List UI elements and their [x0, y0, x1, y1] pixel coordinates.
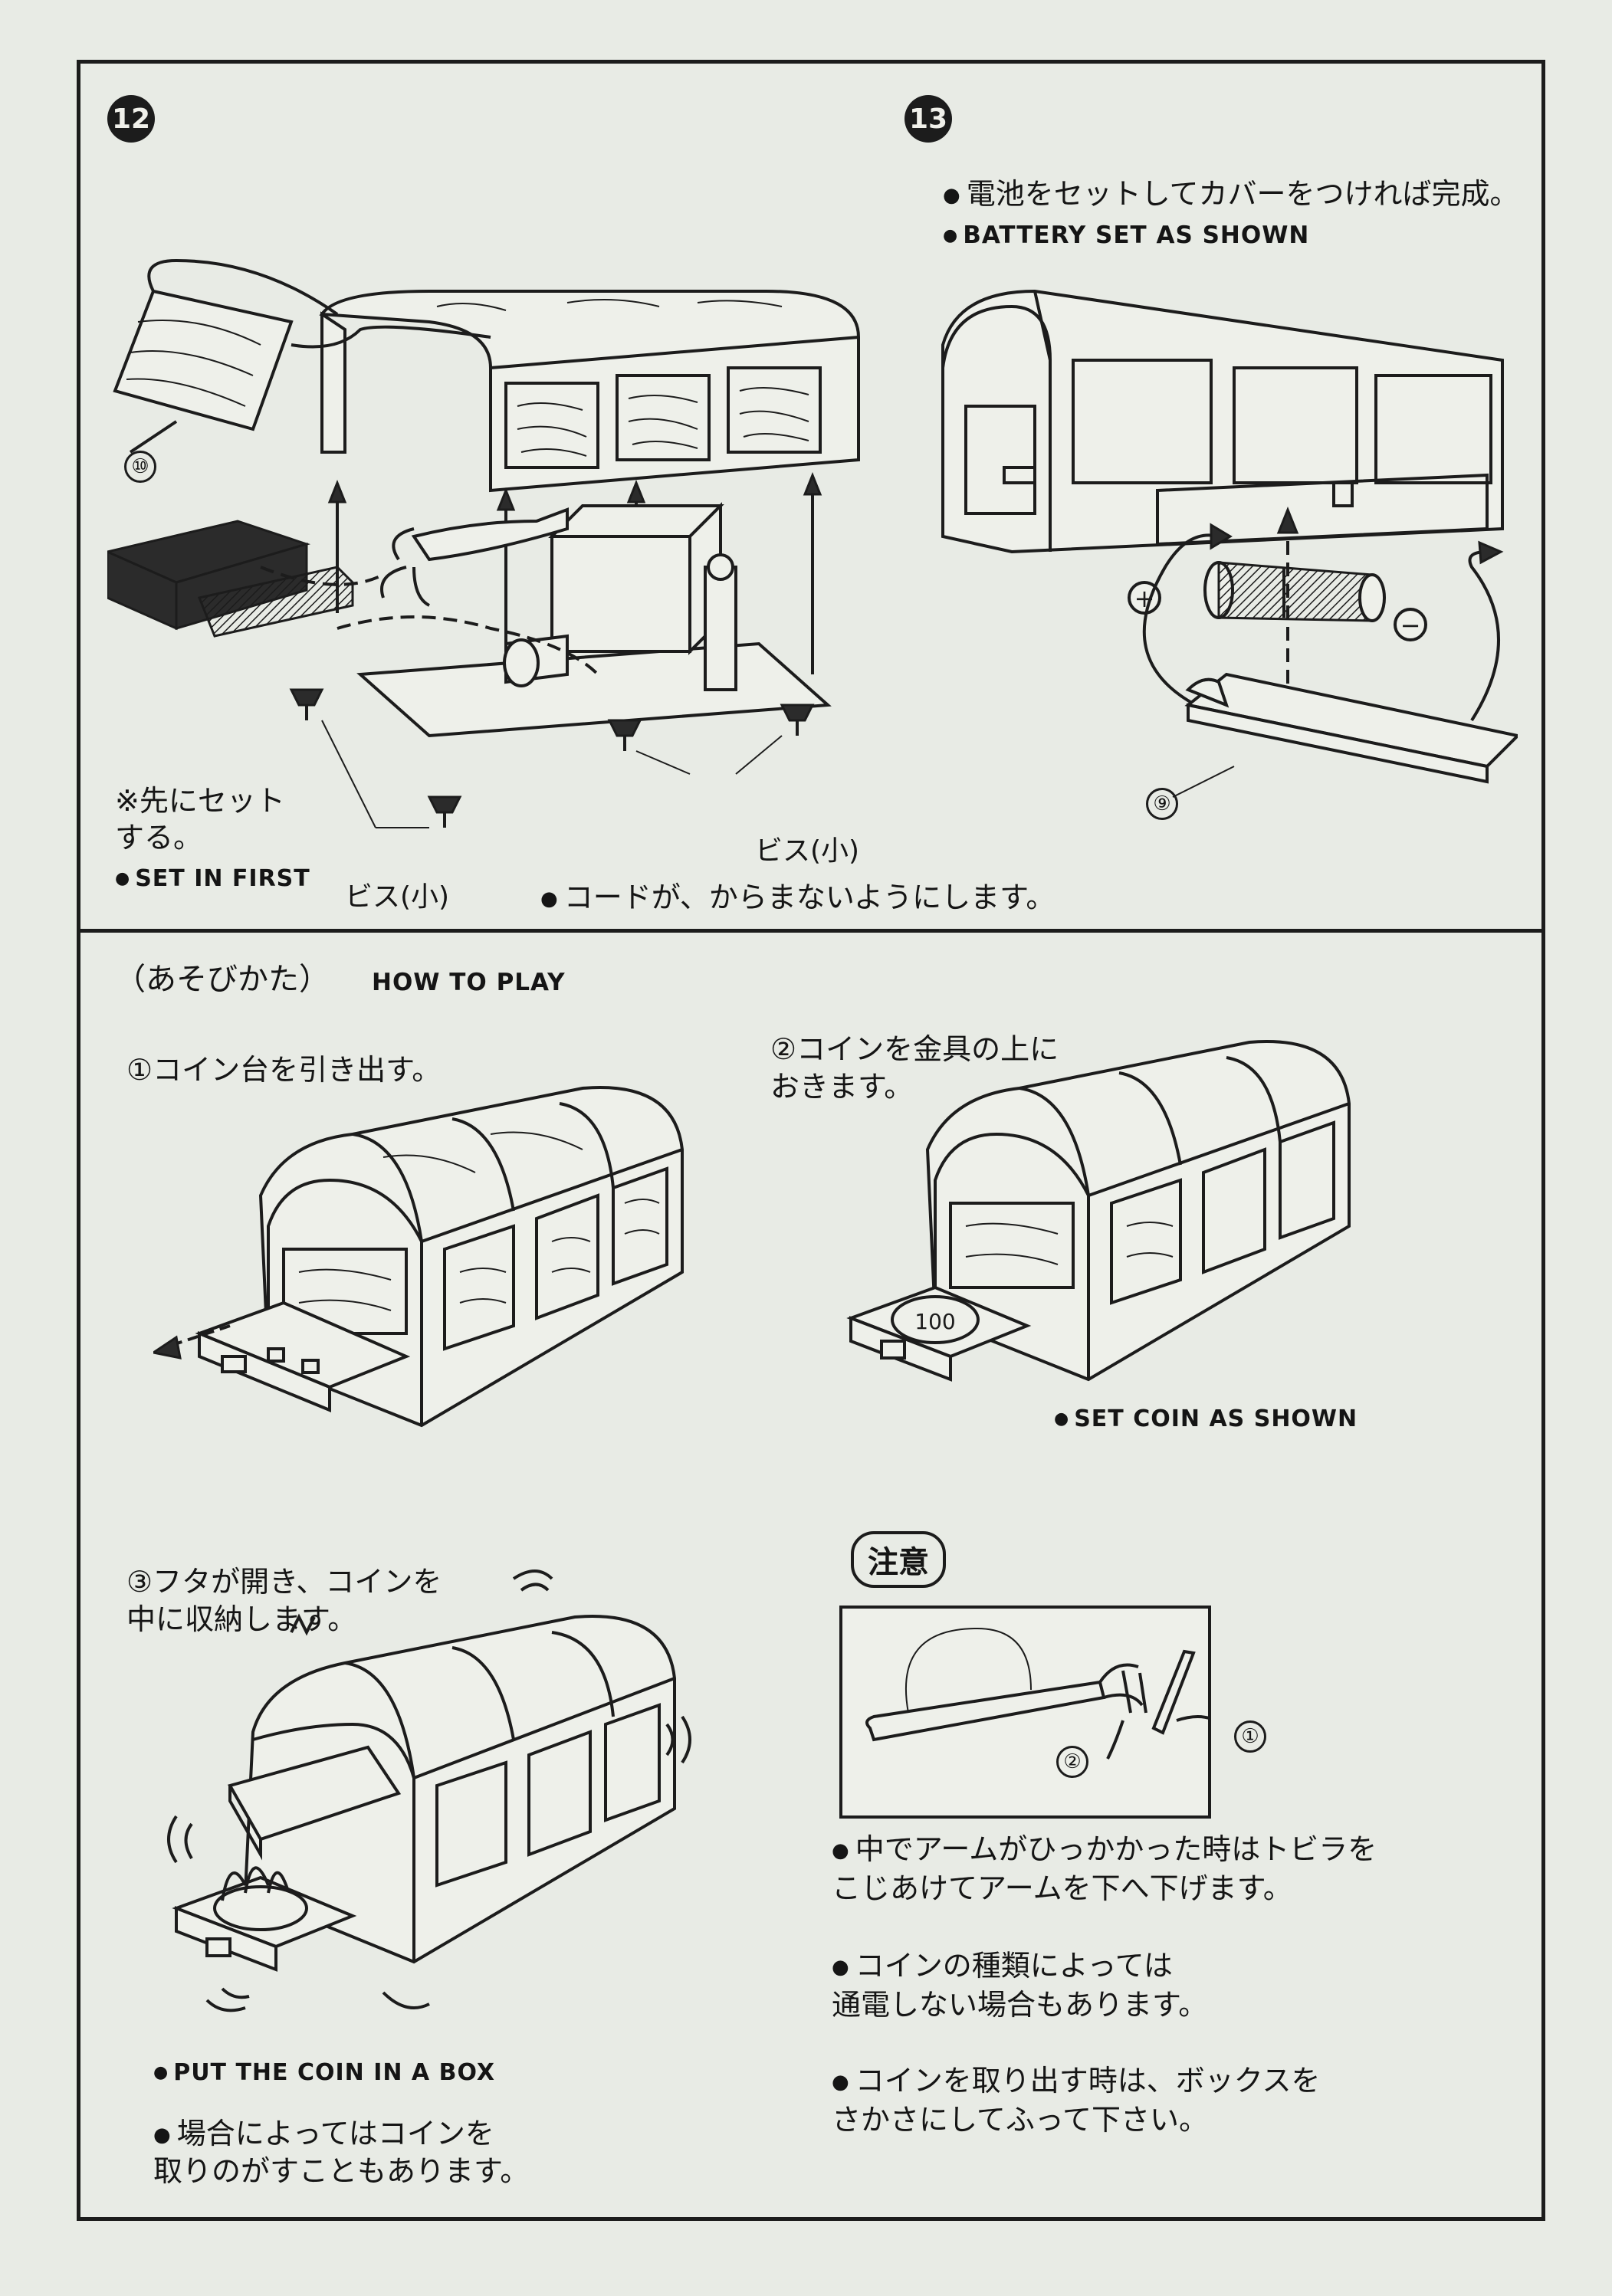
play-step-2: ②コインを金具の上に おきます。 [770, 1032, 1059, 1104]
page-frame [77, 60, 1545, 2221]
coin-miss-note: 場合によってはコインを 取りのがすこともあります。 [153, 2115, 529, 2191]
how-to-play-title-jp: （あそびかた） [115, 962, 330, 997]
set-in-first-label: SET IN FIRST [115, 865, 310, 893]
minus-terminal-symbol: − [1400, 611, 1421, 640]
play-step-3: ③フタが開き、コインを 中に収納します。 [126, 1565, 442, 1637]
part-9-label: ⑨ [1146, 788, 1178, 820]
caution-note-coin-type: コインの種類によっては 通電しない場合もあります。 [832, 1947, 1207, 2025]
play-step-2-illustration: 100 [846, 1040, 1351, 1382]
play-step-1: ①コイン台を引き出す。 [126, 1053, 442, 1087]
coin-100-label: 100 [914, 1309, 955, 1334]
set-coin-as-shown-label: SET COIN AS SHOWN [1054, 1405, 1358, 1433]
caution-note-remove-coin: コインを取り出す時は、ボックスを さかさにしてふって下さい。 [832, 2061, 1321, 2140]
caution-label-2: ② [1056, 1746, 1088, 1778]
caution-badge: 注意 [851, 1531, 946, 1588]
cord-note: コードが、からまないようにします。 [540, 881, 1056, 915]
step-12-number: 12 [107, 95, 155, 143]
how-to-play-title-en: HOW TO PLAY [372, 969, 566, 996]
step-12-assembly-illustration [107, 258, 860, 828]
play-step-3-illustration [167, 1569, 691, 2012]
caution-note-arm-stuck: 中でアームがひっかかった時はトビラを こじあけてアームを下へ下げます。 [832, 1830, 1377, 1909]
play-step-1-illustration [153, 1086, 684, 1428]
caution-label-1: ① [1234, 1720, 1266, 1753]
battery-note-jp: 電池をセットしてカバーをつければ完成。 [943, 177, 1519, 212]
step-13-battery-illustration: + − [941, 289, 1518, 798]
caution-illustration [839, 1606, 1211, 1819]
section-divider [77, 929, 1545, 933]
set-first-note: ※先にセット する。 [115, 784, 285, 854]
screw-small-label-right: ビス(小) [755, 835, 860, 867]
step-13-number: 13 [904, 95, 952, 143]
screw-small-label-left: ビス(小) [345, 881, 450, 913]
battery-note-en: BATTERY SET AS SHOWN [943, 221, 1309, 250]
part-10-label: ⑩ [124, 451, 156, 483]
put-coin-in-box-label: PUT THE COIN IN A BOX [153, 2059, 495, 2087]
